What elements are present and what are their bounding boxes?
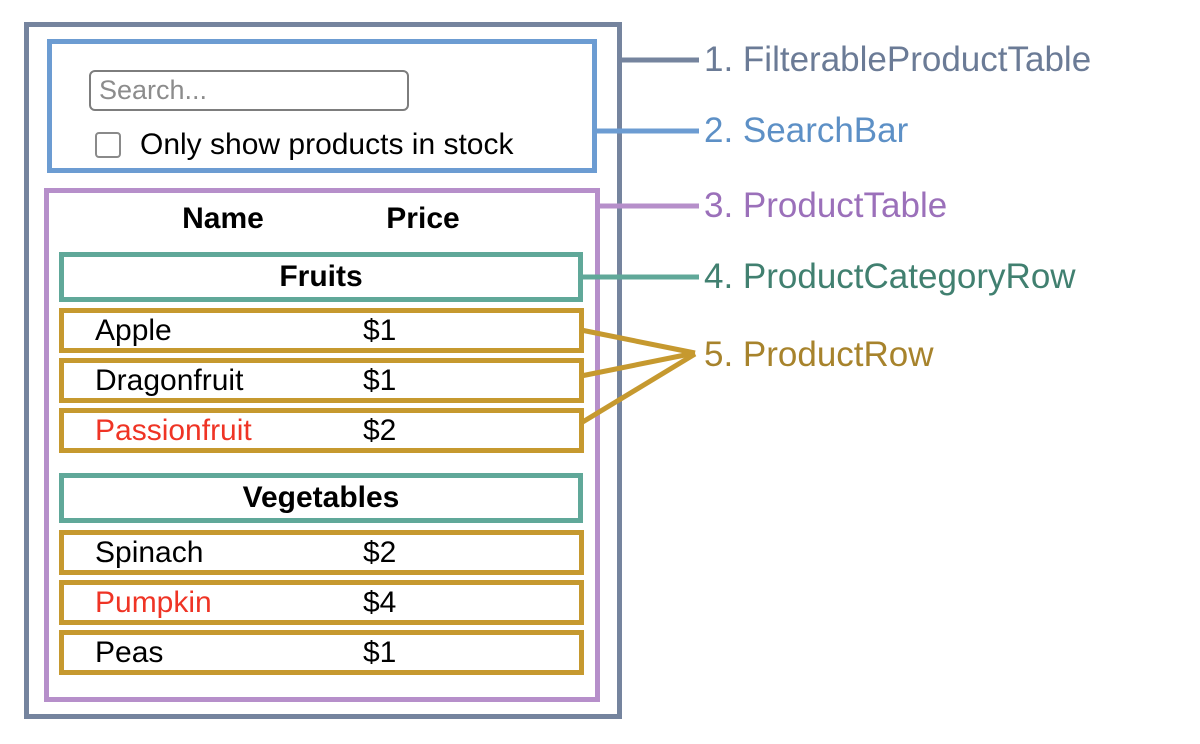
product-price: $2 — [363, 536, 397, 569]
product-row: Peas $1 — [59, 630, 584, 675]
legend-product-row: 5. ProductRow — [704, 335, 934, 374]
product-name: Passionfruit — [95, 414, 252, 447]
product-row: Apple $1 — [59, 308, 584, 353]
legend-product-category-row: 4. ProductCategoryRow — [704, 257, 1076, 296]
column-header-price: Price — [386, 202, 460, 235]
product-price: $1 — [363, 364, 397, 397]
product-name: Peas — [95, 636, 164, 669]
product-price: $4 — [363, 586, 397, 619]
product-price: $2 — [363, 414, 397, 447]
product-name: Pumpkin — [95, 586, 212, 619]
product-price: $1 — [363, 636, 397, 669]
product-category-row-fruits: Fruits — [59, 252, 583, 302]
product-name: Dragonfruit — [95, 364, 244, 397]
product-row: Passionfruit $2 — [59, 408, 584, 453]
product-price: $1 — [363, 314, 397, 347]
column-header-name: Name — [182, 202, 264, 235]
product-row: Spinach $2 — [59, 530, 584, 575]
product-row: Pumpkin $4 — [59, 580, 584, 625]
in-stock-checkbox-label[interactable]: Only show products in stock — [140, 128, 514, 161]
in-stock-checkbox[interactable] — [95, 132, 121, 158]
search-input[interactable] — [89, 70, 409, 111]
legend-product-table: 3. ProductTable — [704, 186, 948, 225]
product-category-row-vegetables: Vegetables — [59, 473, 583, 523]
legend-filterable-product-table: 1. FilterableProductTable — [704, 40, 1092, 79]
product-row: Dragonfruit $1 — [59, 358, 584, 403]
product-name: Apple — [95, 314, 172, 347]
product-name: Spinach — [95, 536, 204, 569]
legend-search-bar: 2. SearchBar — [704, 111, 909, 150]
